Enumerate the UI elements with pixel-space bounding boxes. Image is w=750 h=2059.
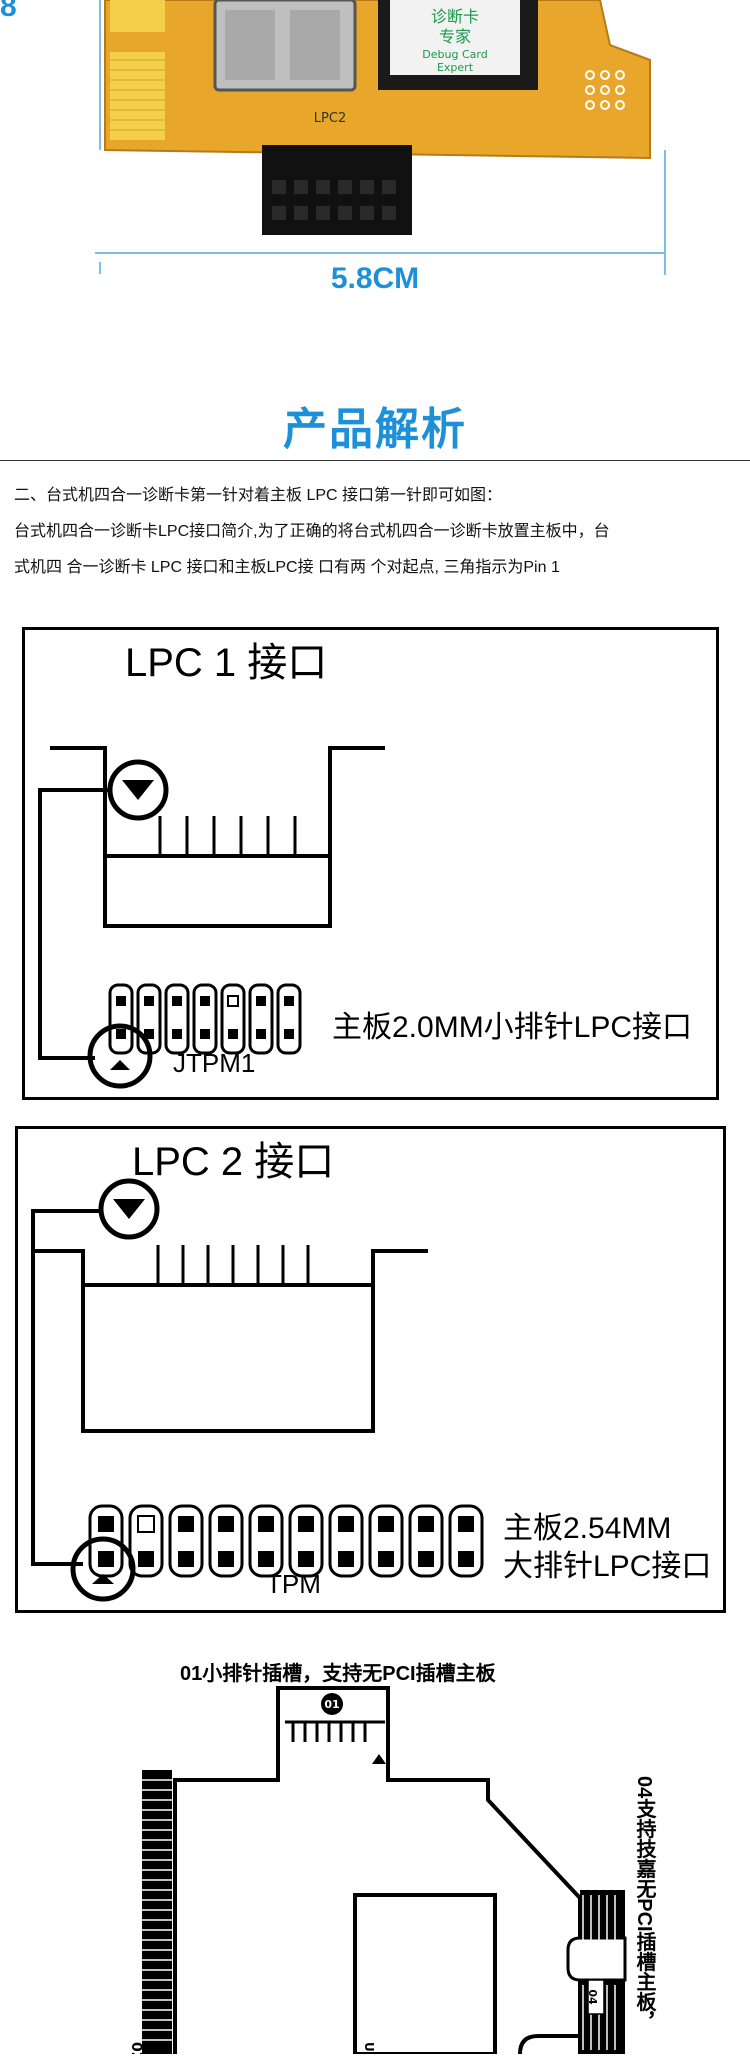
product-photo: 诊断卡 专家 Debug Card Expert LPC2 8 5.8CM xyxy=(0,0,750,300)
chip-u2-partial-label: U2 xyxy=(362,2042,376,2054)
dimension-width-label: 5.8CM xyxy=(330,262,420,295)
chip-label-4: Expert xyxy=(437,61,474,74)
lpc2-title: LPC 2 接口 xyxy=(132,1140,335,1184)
slot01-caption: 01小排针插槽，支持无PCI插槽主板 xyxy=(180,1663,496,1685)
description-line-2: 台式机四合一诊断卡LPC接口简介,为了正确的将台式机四合一诊断卡放置主板中，台 xyxy=(14,523,610,540)
chip-label-1: 诊断卡 xyxy=(431,7,479,26)
board-photo-illustration: 诊断卡 专家 Debug Card Expert LPC2 xyxy=(95,0,666,275)
lpc1-drawing xyxy=(38,746,385,1089)
board-outline-diagram: 01 04 02 U2 04支持技嘉无PCI插槽主板， xyxy=(0,1680,750,2059)
dimension-height-label: 8 xyxy=(0,0,17,23)
lpc2-side-label-2: 大排针LPC接口 xyxy=(503,1550,712,1583)
divider xyxy=(0,460,750,461)
description-line-1: 二、台式机四合一诊断卡第一针对着主板 LPC 接口第一针即可如图： xyxy=(14,487,503,504)
section-heading: 产品解析 xyxy=(283,405,467,454)
lpc1-title: LPC 1 接口 xyxy=(125,641,328,685)
slot01-label: 01 xyxy=(324,1698,339,1711)
slot02-partial-label: 02 xyxy=(128,2042,144,2054)
pin1-marker-bottom-icon xyxy=(87,1023,153,1089)
lpc-board-label: LPC2 xyxy=(314,111,346,126)
lpc1-side-label: 主板2.0MM小排针LPC接口 xyxy=(332,1011,693,1044)
lpc2-diagram: LPC 2 接口 主板2.54MM 大排针LPC接口 xyxy=(15,1126,726,1613)
lpc2-drawing xyxy=(31,1178,484,1602)
lpc1-tag: JTPM1 xyxy=(173,1048,256,1078)
pin1-marker-bottom-icon xyxy=(70,1536,136,1602)
board-outline-drawing: 01 04 02 U2 xyxy=(128,1686,627,2059)
lpc1-diagram: LPC 1 接口 主板2.0MM小排针LPC接口 JTPM1 xyxy=(22,627,719,1100)
slot04-label: 04 xyxy=(586,1989,599,2005)
chip-label-3: Debug Card xyxy=(422,48,487,61)
chip-label-2: 专家 xyxy=(439,27,471,46)
description-line-3: 式机四 合一诊断卡 LPC 接口和主板LPC接 口有两 个对起点, 三角指示为P… xyxy=(14,559,560,576)
slot04-caption: 04支持技嘉无PCI插槽主板， xyxy=(633,1776,655,2032)
slot01-badge-icon xyxy=(321,1693,343,1715)
lpc2-tag: TPM xyxy=(266,1569,321,1599)
lpc2-side-label-1: 主板2.54MM xyxy=(503,1512,672,1545)
